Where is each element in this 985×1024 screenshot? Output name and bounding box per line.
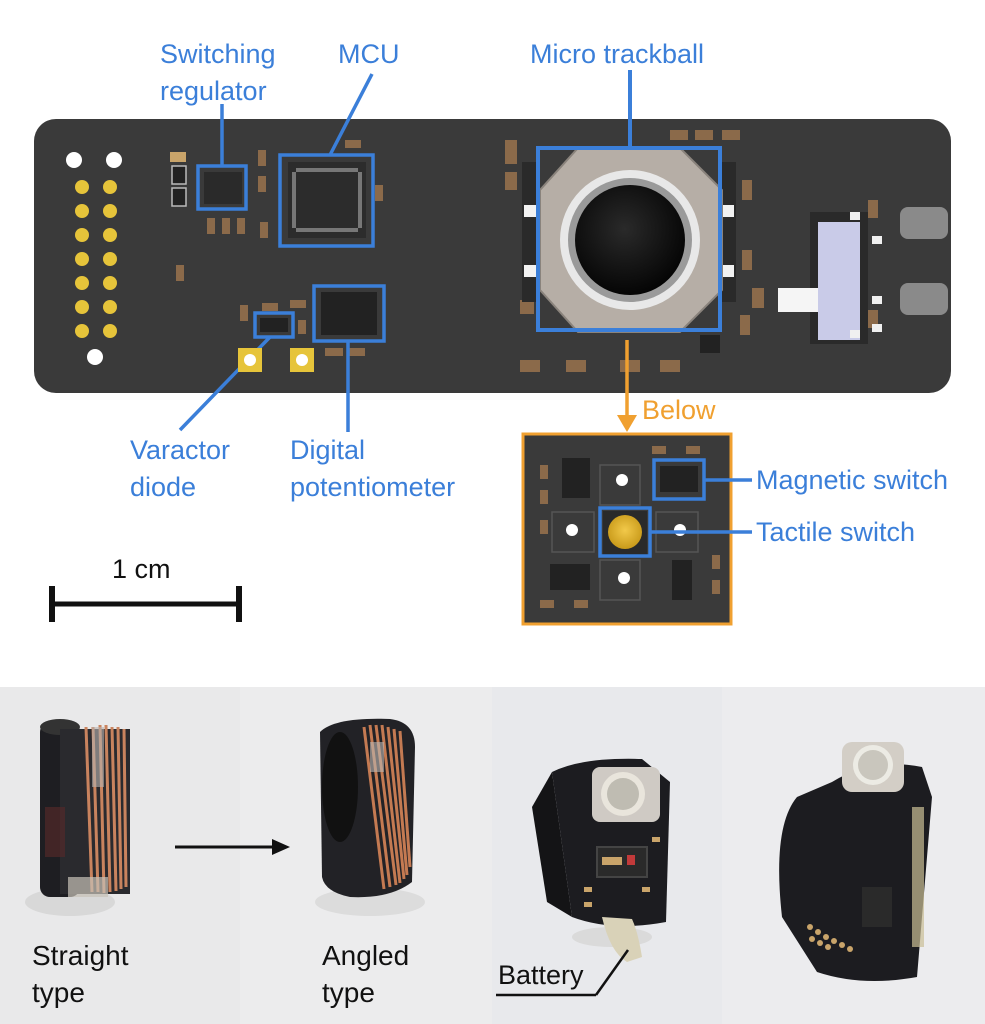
- mcu-box: [278, 153, 375, 248]
- switching-regulator-label-line2: regulator: [160, 76, 267, 106]
- varactor-diode-label-line2: diode: [130, 472, 197, 502]
- below-label: Below: [642, 395, 716, 425]
- switching-regulator-label: Switching regulator: [160, 36, 276, 110]
- varactor-diode-chip: [260, 318, 288, 332]
- tactile-switch-label: Tactile switch: [756, 517, 916, 547]
- digital-potentiometer-label-line2: potentiometer: [290, 472, 456, 502]
- magnetic-switch-label: Magnetic switch: [756, 465, 949, 495]
- below-arrow-head: [617, 415, 637, 432]
- slide-switch-knob: [778, 288, 818, 312]
- switching-regulator-label-line1: Switching: [160, 39, 276, 69]
- angled-type-label-line2: type: [322, 977, 375, 1008]
- small-components: [170, 130, 948, 372]
- varactor-diode-label-line1: Varactor: [130, 435, 231, 465]
- mcu-leader: [328, 73, 374, 156]
- mcu-label: MCU: [338, 39, 400, 69]
- digital-potentiometer-label: Digital potentiometer: [290, 432, 455, 506]
- mcu-chip: [288, 162, 366, 238]
- tactile-switch-button: [608, 515, 642, 549]
- switching-regulator-chip: [204, 172, 242, 204]
- battery-label: Battery: [498, 960, 584, 990]
- straight-ring-drawing: [25, 719, 130, 916]
- straight-type-label-line1: Straight: [32, 940, 129, 971]
- photo-straight-type: [0, 687, 240, 1024]
- digital-potentiometer-chip: [321, 292, 377, 335]
- device-front-drawing: [532, 758, 670, 962]
- scale-bar: [49, 586, 242, 622]
- inset-components: [540, 446, 720, 608]
- trackball-ball: [575, 185, 685, 295]
- varactor-diode-label: Varactor diode: [130, 432, 230, 506]
- magnetic-switch-chip: [660, 466, 698, 492]
- trackball-mount: [522, 162, 538, 302]
- varactor-diode-box: [253, 311, 295, 339]
- angled-type-label: Angled type: [322, 937, 409, 1011]
- straight-type-label-line2: type: [32, 977, 85, 1008]
- header-pins: [66, 152, 122, 365]
- pcb-diagram: [34, 70, 951, 626]
- photo-angled-type: [240, 687, 492, 1024]
- angled-ring-drawing: [315, 718, 425, 916]
- digital-potentiometer-label-line1: Digital: [290, 435, 366, 465]
- device-side-drawing: [779, 742, 932, 981]
- angled-type-label-line1: Angled: [322, 940, 410, 971]
- photo-device-front: [492, 687, 722, 1024]
- micro-trackball-label: Micro trackball: [530, 39, 705, 69]
- photo-device-side: [722, 687, 985, 1024]
- straight-type-label: Straight type: [32, 937, 129, 1011]
- scale-bar-label: 1 cm: [112, 554, 171, 584]
